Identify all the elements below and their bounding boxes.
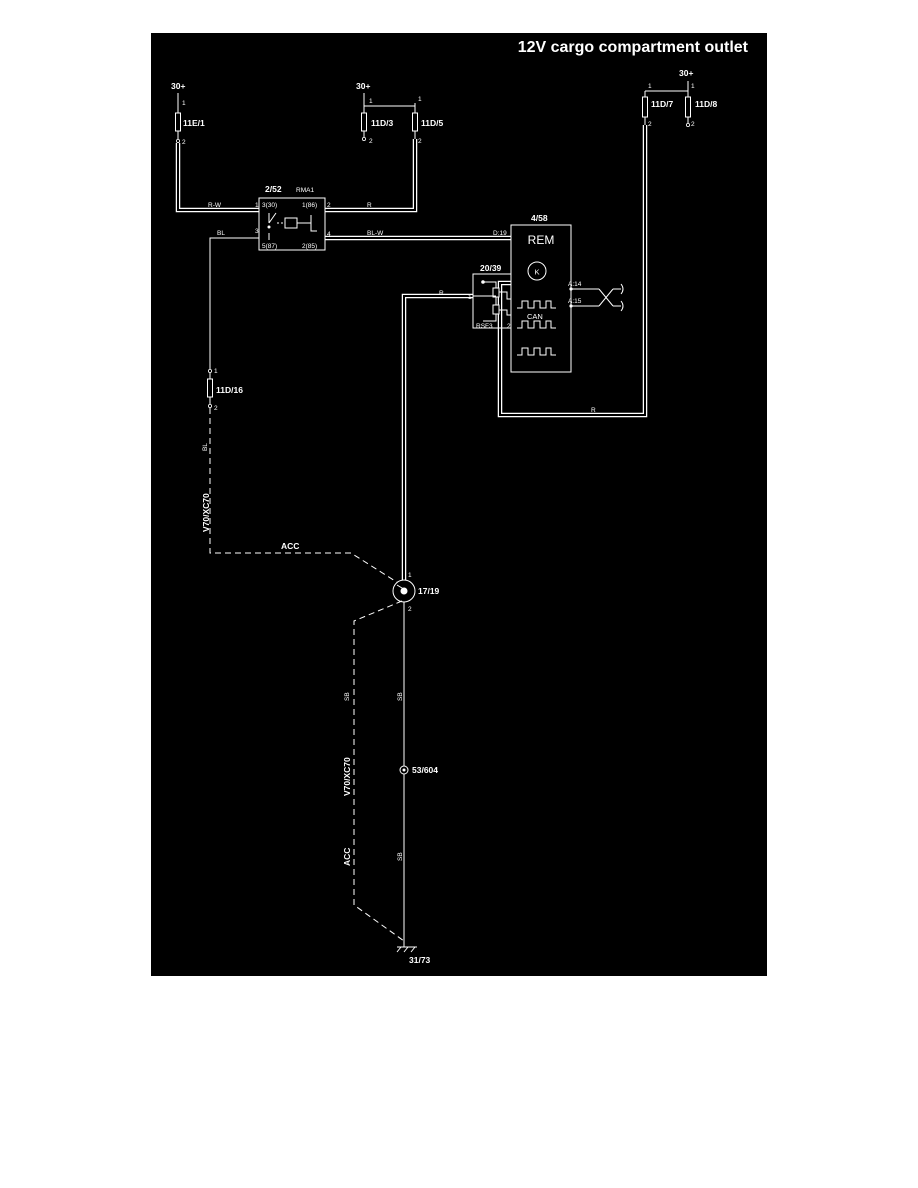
rem-pin-a15: A:15 (568, 298, 582, 305)
fuse-label-11D8: 11D/8 (695, 99, 717, 109)
fuse-label-11D5: 11D/5 (421, 118, 443, 128)
resistor-module-id: 20/39 (480, 263, 502, 273)
wire-color-label: R-W (208, 202, 222, 209)
rsf-pin-2: 2 (507, 323, 511, 330)
rem-name: REM (528, 233, 555, 247)
wire-color-label: SB (344, 692, 351, 701)
fuse-11D3 (361, 93, 367, 142)
rem-id: 4/58 (531, 213, 548, 223)
wire-rw-11E1-to-relay (175, 143, 259, 213)
wire-color-label: R (367, 202, 372, 209)
fuse-11D8 (645, 81, 691, 128)
rem-can-label: CAN (527, 312, 543, 321)
pin-label: 1 (648, 83, 652, 90)
diagram-title: 12V cargo compartment outlet (518, 39, 749, 56)
relay-2-52 (258, 197, 326, 251)
pin-label: 1 (214, 368, 218, 375)
pin-label: 2 (369, 138, 373, 145)
rem-pin-d19: D:19 (493, 230, 507, 237)
relay-pin-1: 1 (255, 202, 259, 209)
wire-bl-variant-dashed (209, 408, 404, 587)
relay-pin-87: 5(87) (262, 243, 277, 250)
can-bus-connector-icon (569, 283, 624, 312)
splice-id: 53/604 (412, 765, 438, 775)
ground-id: 31/73 (409, 955, 431, 965)
fuse-11D7 (642, 91, 648, 125)
variant-acc-label: ACC (281, 541, 299, 551)
wire-sb-variant-dashed (353, 600, 405, 942)
pin-label: 1 (691, 83, 695, 90)
rem-glyph-icon: K (534, 268, 539, 277)
pin-label: 2 (691, 121, 695, 128)
splice-53-604 (399, 765, 409, 775)
relay-pin-4: 4 (327, 231, 331, 238)
wire-color-label: R (591, 407, 596, 414)
wire-color-label: BL-W (367, 230, 384, 237)
relay-pin-30: 3(30) (262, 202, 277, 209)
outlet-pin-2: 2 (408, 606, 412, 613)
resistor-module-name: RSF3 (476, 323, 493, 330)
pin-label: 1 (418, 96, 422, 103)
fuse-11D16 (207, 368, 213, 408)
pin-label: 2 (648, 121, 652, 128)
fuse-label-11D7: 11D/7 (651, 99, 673, 109)
wire-color-label: BL (202, 443, 209, 451)
wire-color-label: SB (397, 692, 404, 701)
supply-label-middle: 30+ (356, 81, 370, 91)
rsf-pin-1: 1 (468, 294, 472, 301)
fuse-11E1 (175, 93, 181, 144)
supply-label-right: 30+ (679, 68, 693, 78)
relay-pin-3: 3 (255, 228, 259, 235)
variant-acc-label: ACC (342, 848, 352, 866)
fuse-label-11D3: 11D/3 (371, 118, 393, 128)
wire-r-rsf3-to-outlet (401, 293, 473, 588)
variant-model-label: V70/XC70 (342, 757, 352, 796)
variant-model-label: V70/XC70 (201, 493, 211, 532)
pin-label: 1 (182, 100, 186, 107)
wire-color-label: SB (397, 852, 404, 861)
relay-pin-2: 2 (327, 202, 331, 209)
wire-r-11D7-to-rem (497, 125, 648, 418)
pin-label: 2 (182, 139, 186, 146)
outlet-pin-1: 1 (408, 572, 412, 579)
pin-label: 2 (418, 138, 422, 145)
outlet-id: 17/19 (418, 586, 440, 596)
relay-pin-86: 1(86) (302, 202, 317, 209)
rem-module-4-58 (510, 224, 572, 373)
wire-color-label: BL (217, 230, 225, 237)
pin-label: 1 (369, 98, 373, 105)
rem-pin-a14: A:14 (568, 281, 582, 288)
outlet-17-19 (392, 579, 416, 603)
ground-31-73-icon (396, 943, 417, 953)
relay-name: RMA1 (296, 187, 314, 194)
relay-pin-85: 2(85) (302, 243, 317, 250)
relay-id: 2/52 (265, 184, 282, 194)
fuse-label-11D16: 11D/16 (216, 385, 243, 395)
pin-label: 2 (214, 405, 218, 412)
wiring-diagram: 12V cargo compartment outlet 30+ 1 11E/1… (151, 33, 767, 976)
wire-color-label: R (439, 290, 444, 297)
fuse-11D5 (364, 103, 418, 139)
supply-label-left: 30+ (171, 81, 185, 91)
fuse-label-11E1: 11E/1 (183, 118, 205, 128)
wire-bl-relay-to-11D16 (209, 237, 259, 371)
wire-r-11D5-to-relay (325, 139, 418, 213)
